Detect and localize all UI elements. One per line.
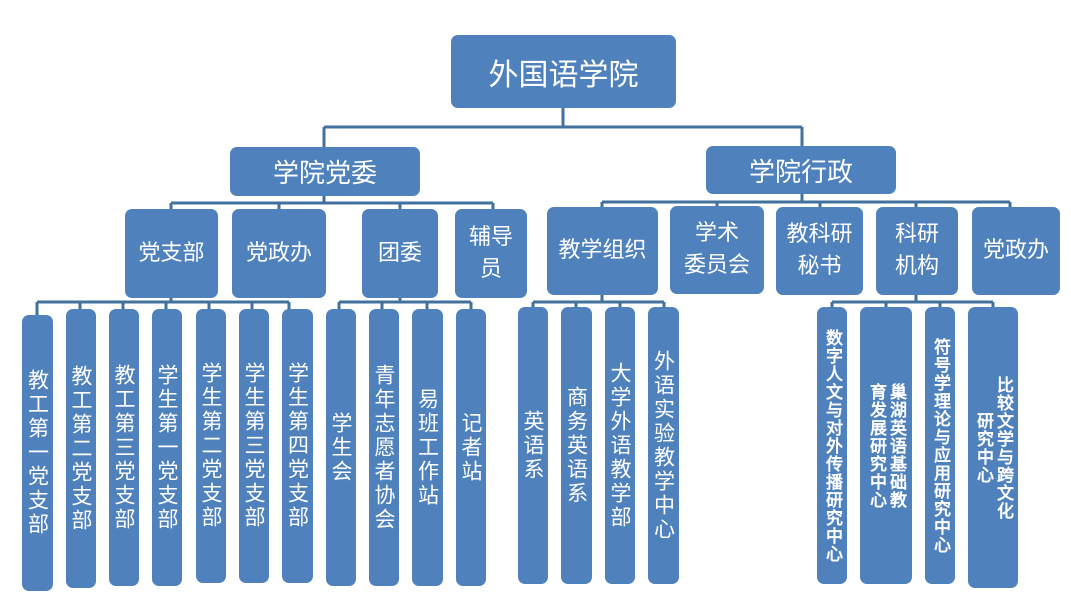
leaf-label: 英语系 — [521, 409, 545, 482]
leaf-college-foreign-lang-dept[interactable]: 大学外语教学部 — [605, 307, 635, 584]
connector-root — [322, 108, 804, 147]
leaf-chaohu-english-center[interactable]: 巢湖英语基础教育发展研究中心 — [860, 307, 912, 584]
leaf-label: 大学外语教学部 — [608, 361, 632, 530]
node-label: 教学组织 — [558, 238, 647, 263]
node-label: 学院行政 — [748, 157, 853, 188]
leaf-english-dept[interactable]: 英语系 — [518, 307, 548, 584]
leaf-semiotics-center[interactable]: 符号学理论与应用研究中心 — [925, 307, 955, 584]
connector-branch — [35, 298, 291, 316]
node-label: 科研 机构 — [894, 222, 939, 279]
leaf-label: 学生第二党支部 — [199, 362, 223, 530]
node-party-branch[interactable]: 党支部 — [125, 209, 218, 298]
node-label: 党政办 — [982, 238, 1049, 263]
leaf-label: 青年志愿者协会 — [372, 363, 396, 532]
leaf-yiban-station[interactable]: 易班工作站 — [412, 309, 443, 586]
leaf-label: 学生第一党支部 — [155, 363, 179, 532]
leaf-label: 记者站 — [459, 411, 483, 484]
connector-research — [830, 294, 995, 308]
leaf-label: 教工第三党支部 — [112, 363, 136, 532]
node-research-institutes[interactable]: 科研 机构 — [876, 207, 958, 295]
node-root[interactable]: 外国语学院 — [451, 35, 676, 108]
node-youth-league[interactable]: 团委 — [362, 209, 438, 298]
leaf-label: 易班工作站 — [415, 387, 440, 508]
leaf-label: 数字人文与对外传播研究中心 — [822, 328, 842, 563]
leaf-staff-branch-3[interactable]: 教工第三党支部 — [109, 309, 139, 586]
node-party-committee[interactable]: 学院党委 — [230, 147, 420, 196]
leaf-digital-humanities-center[interactable]: 数字人文与对外传播研究中心 — [817, 307, 847, 584]
leaf-business-english-dept[interactable]: 商务英语系 — [561, 307, 592, 584]
leaf-label: 学生会 — [329, 411, 353, 484]
leaf-student-branch-4[interactable]: 学生第四党支部 — [282, 309, 313, 583]
node-label: 学术 委员会 — [683, 221, 750, 278]
node-administration[interactable]: 学院行政 — [706, 146, 896, 194]
node-party-office[interactable]: 党政办 — [232, 209, 326, 298]
connector-teaching — [531, 294, 666, 308]
leaf-student-branch-3[interactable]: 学生第三党支部 — [239, 309, 269, 583]
leaf-staff-branch-2[interactable]: 教工第二党支部 — [66, 309, 96, 588]
connector-party — [169, 196, 495, 210]
leaf-label: 教工第一党支部 — [25, 369, 50, 537]
leaf-label: 比较文学与跨文化研究中心 — [973, 375, 1013, 520]
node-label: 党政办 — [245, 240, 312, 266]
leaf-label: 外语实验教学中心 — [651, 349, 676, 542]
leaf-label: 学生第三党支部 — [242, 362, 266, 530]
node-research-secretary[interactable]: 教科研 秘书 — [776, 207, 863, 295]
leaf-reporter-station[interactable]: 记者站 — [456, 309, 486, 586]
connector-admin — [600, 194, 1012, 208]
leaf-label: 商务英语系 — [564, 385, 589, 506]
leaf-label: 学生第四党支部 — [285, 362, 310, 530]
leaf-label: 巢湖英语基础教育发展研究中心 — [866, 382, 906, 509]
leaf-student-union[interactable]: 学生会 — [326, 309, 356, 586]
node-counselor[interactable]: 辅导 员 — [455, 209, 527, 298]
leaf-student-branch-1[interactable]: 学生第一党支部 — [152, 309, 182, 586]
node-label: 教科研 秘书 — [786, 222, 853, 279]
leaf-label: 符号学理论与应用研究中心 — [930, 337, 950, 554]
node-label: 党支部 — [138, 240, 205, 266]
leaf-lang-lab-center[interactable]: 外语实验教学中心 — [648, 307, 679, 584]
node-admin-party-office[interactable]: 党政办 — [972, 207, 1060, 295]
node-label: 辅导 员 — [468, 224, 513, 282]
leaf-volunteer-association[interactable]: 青年志愿者协会 — [369, 309, 399, 586]
leaf-staff-branch-1[interactable]: 教工第一党支部 — [22, 315, 53, 591]
connector-youth — [337, 298, 473, 310]
node-teaching-org[interactable]: 教学组织 — [547, 207, 658, 295]
node-academic-committee[interactable]: 学术 委员会 — [670, 206, 764, 294]
node-label: 团委 — [377, 240, 422, 266]
leaf-student-branch-2[interactable]: 学生第二党支部 — [196, 309, 226, 583]
leaf-label: 教工第二党支部 — [69, 364, 93, 533]
node-label: 学院党委 — [272, 159, 377, 189]
node-label: 外国语学院 — [488, 57, 639, 93]
leaf-comparative-lit-center[interactable]: 比较文学与跨文化研究中心 — [968, 307, 1018, 588]
